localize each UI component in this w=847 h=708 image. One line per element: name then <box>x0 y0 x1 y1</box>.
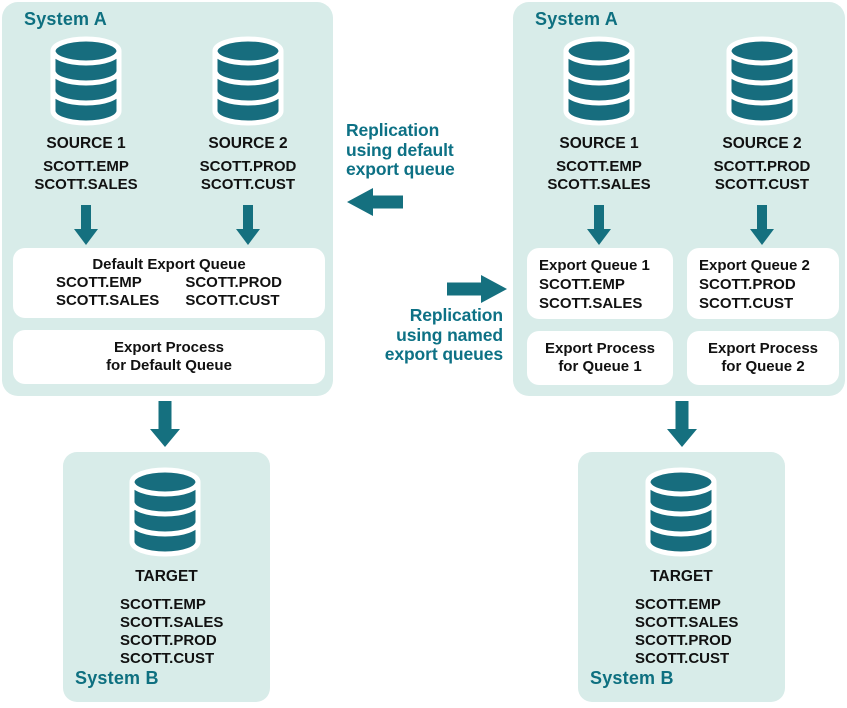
table-name: SCOTT.SALES <box>55 292 160 309</box>
target-label: TARGET <box>650 568 713 585</box>
database-icon <box>724 36 800 126</box>
database-icon <box>210 36 286 126</box>
arrow-down-icon <box>74 205 98 245</box>
process-line: for Queue 1 <box>558 358 642 375</box>
table-name: SCOTT.EMP <box>556 158 642 175</box>
arrow-left-icon <box>347 188 403 216</box>
queue-column-2: SCOTT.PROD SCOTT.CUST <box>185 274 282 310</box>
table-name: SCOTT.EMP <box>635 596 721 613</box>
left-system-b-panel: TARGET SCOTT.EMP SCOTT.SALES SCOTT.PROD … <box>63 452 270 702</box>
replication-named-label: Replication using named export queues <box>323 305 503 365</box>
queue-column-1: SCOTT.EMP SCOTT.SALES <box>56 274 159 310</box>
label-line: using default <box>346 139 454 160</box>
process-line: Export Process <box>707 340 819 357</box>
source-1-group: SOURCE 1 SCOTT.EMP SCOTT.SALES <box>523 36 675 246</box>
table-name: SCOTT.CUST <box>635 650 730 667</box>
system-b-title: System B <box>75 668 159 688</box>
label-line: export queues <box>384 344 503 364</box>
table-name: SCOTT.EMP <box>120 596 206 613</box>
source-label: SOURCE 2 <box>722 135 802 152</box>
label-line: using named <box>396 324 503 345</box>
table-name: SCOTT.EMP <box>539 276 625 293</box>
table-name: SCOTT.EMP <box>43 158 129 175</box>
right-system-b-panel: TARGET SCOTT.EMP SCOTT.SALES SCOTT.PROD … <box>578 452 785 702</box>
table-name: SCOTT.SALES <box>635 614 739 631</box>
source-1-group: SOURCE 1 SCOTT.EMP SCOTT.SALES <box>10 36 162 246</box>
label-line: Replication <box>409 305 503 325</box>
table-name: SCOTT.SALES <box>34 176 138 193</box>
source-label: SOURCE 2 <box>208 135 288 152</box>
export-queue-2-box: Export Queue 2 SCOTT.PROD SCOTT.CUST <box>687 248 839 319</box>
label-line: export queue <box>346 159 455 179</box>
table-name: SCOTT.CUST <box>200 176 296 193</box>
queue-title: Export Queue 1 <box>539 257 650 274</box>
system-a-title: System A <box>24 9 107 29</box>
arrow-down-icon <box>150 401 180 447</box>
system-b-title: System B <box>590 668 674 688</box>
source-2-group: SOURCE 2 SCOTT.PROD SCOTT.CUST <box>686 36 838 246</box>
table-name: SCOTT.PROD <box>199 158 297 175</box>
process-line: Export Process <box>113 339 225 356</box>
queue-title: Default Export Queue <box>92 256 246 273</box>
default-export-queue-box: Default Export Queue SCOTT.EMP SCOTT.SAL… <box>13 248 325 318</box>
database-icon <box>561 36 637 126</box>
table-name: SCOTT.PROD <box>185 274 283 291</box>
export-process-2-box: Export Process for Queue 2 <box>687 331 839 385</box>
arrow-down-icon <box>236 205 260 245</box>
arrow-right-icon <box>447 275 507 303</box>
database-icon <box>643 467 719 557</box>
table-name: SCOTT.SALES <box>120 614 224 631</box>
process-line: for Default Queue <box>106 357 232 374</box>
target-label: TARGET <box>135 568 198 585</box>
target-table-list: SCOTT.EMP SCOTT.SALES SCOTT.PROD SCOTT.C… <box>120 596 223 668</box>
label-line: Replication <box>346 120 440 140</box>
source-label: SOURCE 1 <box>559 135 639 152</box>
source-label: SOURCE 1 <box>46 135 126 152</box>
process-line: for Queue 2 <box>721 358 805 375</box>
table-name: SCOTT.CUST <box>699 295 794 312</box>
table-name: SCOTT.EMP <box>55 274 142 291</box>
export-process-box: Export Process for Default Queue <box>13 330 325 384</box>
table-name: SCOTT.PROD <box>635 632 732 649</box>
queue-title: Export Queue 2 <box>699 257 810 274</box>
table-name: SCOTT.CUST <box>714 176 810 193</box>
export-queue-1-box: Export Queue 1 SCOTT.EMP SCOTT.SALES <box>527 248 673 319</box>
right-system-a-panel: System A SOURCE 1 SCOTT.EMP SCOTT.SALES … <box>513 2 845 396</box>
table-name: SCOTT.SALES <box>539 295 643 312</box>
table-name: SCOTT.CUST <box>120 650 215 667</box>
replication-default-label: Replication using default export queue <box>346 120 516 180</box>
source-2-group: SOURCE 2 SCOTT.PROD SCOTT.CUST <box>172 36 324 246</box>
system-a-title: System A <box>535 9 618 29</box>
export-process-1-box: Export Process for Queue 1 <box>527 331 673 385</box>
left-system-a-panel: System A SOURCE 1 SCOTT.EMP SCOTT.SALES … <box>2 2 333 396</box>
table-name: SCOTT.CUST <box>185 292 280 309</box>
database-icon <box>48 36 124 126</box>
table-name: SCOTT.PROD <box>120 632 217 649</box>
table-name: SCOTT.SALES <box>547 176 651 193</box>
process-line: Export Process <box>544 340 656 357</box>
table-name: SCOTT.PROD <box>713 158 811 175</box>
target-table-list: SCOTT.EMP SCOTT.SALES SCOTT.PROD SCOTT.C… <box>635 596 738 668</box>
database-icon <box>127 467 203 557</box>
table-name: SCOTT.PROD <box>699 276 796 293</box>
arrow-down-icon <box>587 205 611 245</box>
arrow-down-icon <box>750 205 774 245</box>
arrow-down-icon <box>667 401 697 447</box>
